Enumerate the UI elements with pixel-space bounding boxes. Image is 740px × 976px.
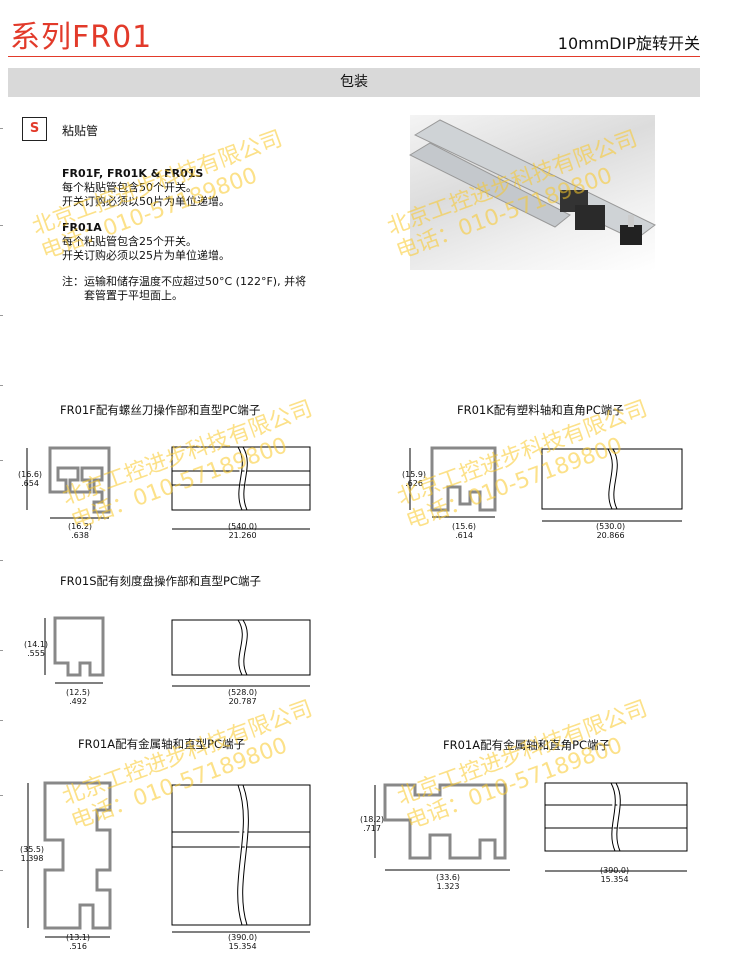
group2-line2: 开关订购必须以25片为单位递增。 [62,249,230,262]
header-rule [8,56,700,57]
diagram-title-fr01a-rightangle: FR01A配有金属轴和直角PC端子 [443,738,611,752]
tube-fr01f [171,446,311,530]
note-line2: 套管置于平坦面上。 [84,289,183,302]
profile-fr01f [26,446,111,519]
height-dim-fr01f: (16.6).654 [18,470,43,488]
diagram-title-fr01s: FR01S配有刻度盘操作部和直型PC端子 [60,574,262,588]
diagram-title-fr01f: FR01F配有螺丝刀操作部和直型PC端子 [60,403,261,417]
diagram-title-fr01k: FR01K配有塑料轴和直角PC端子 [457,403,624,417]
width-dim-fr01a-rightangle: (33.6)1.323 [436,873,461,891]
height-dim-fr01a-rightangle: (18.2).717 [360,815,385,833]
height-dim-fr01k: (15.9).626 [402,470,427,488]
profile-fr01a-rightangle [374,783,510,871]
group1-models: FR01F, FR01K & FR01S [62,167,204,180]
height-dim-fr01a-straight: (35.5)1.398 [20,845,45,863]
diagram-title-fr01a-straight: FR01A配有金属轴和直型PC端子 [78,737,246,751]
packaging-text: FR01F, FR01K & FR01S 每个粘贴管包含50个开关。 开关订购必… [62,167,306,303]
tube-fr01a-rightangle [544,782,688,872]
group1-line1: 每个粘贴管包含50个开关。 [62,181,197,194]
group2-models: FR01A [62,221,102,234]
height-dim-fr01s: (14.1).555 [24,640,49,658]
length-dim-fr01f: (540.0)21.260 [228,522,258,540]
product-subtitle: 10mmDIP旋转开关 [557,34,700,53]
width-dim-fr01k: (15.6).614 [452,522,477,540]
tube-fr01a-straight [171,784,311,933]
profile-fr01k [409,446,497,518]
tube-fr01s [171,619,311,687]
packaging-title: 粘贴管 [62,124,99,138]
series-title: 系列FR01 [10,20,153,55]
option-badge: S [22,117,47,141]
section-bar: 包装 [8,68,700,97]
group1-line2: 开关订购必须以50片为单位递增。 [62,195,230,208]
profile-fr01a-straight [27,781,112,938]
tube-photo-drawing [408,119,656,245]
tube-fr01k [541,448,683,522]
width-dim-fr01a-straight: (13.1).516 [66,933,91,951]
note-line1: 运输和储存温度不应超过50°C (122°F), 并将 [84,275,307,288]
tube-photo [408,115,656,270]
profile-fr01s [44,616,105,684]
length-dim-fr01k: (530.0)20.866 [596,522,626,540]
width-dim-fr01s: (12.5).492 [66,688,91,706]
length-dim-fr01a-straight: (390.0)15.354 [228,933,258,951]
note-label: 注： [62,275,84,288]
length-dim-fr01a-rightangle: (390.0)15.354 [600,866,630,884]
group2-line1: 每个粘贴管包含25个开关。 [62,235,197,248]
width-dim-fr01f: (16.2).638 [68,522,93,540]
length-dim-fr01s: (528.0)20.787 [228,688,258,706]
